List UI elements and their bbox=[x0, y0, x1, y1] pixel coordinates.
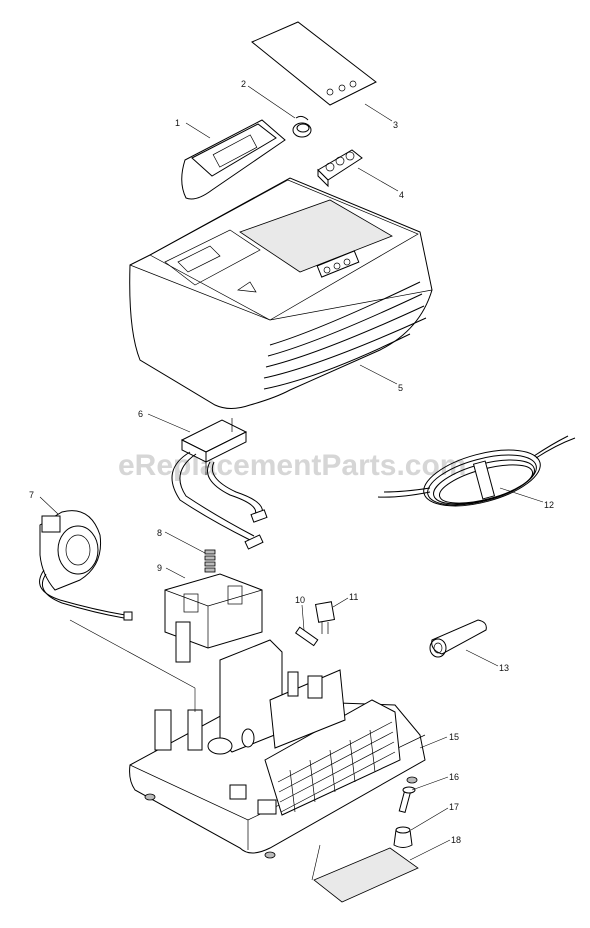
callout-15: 15 bbox=[449, 732, 459, 742]
callout-18: 18 bbox=[451, 835, 461, 845]
part-15-base-assembly[interactable] bbox=[129, 639, 426, 859]
callout-12: 12 bbox=[544, 500, 554, 510]
callout-9: 9 bbox=[157, 563, 162, 573]
part-16-screw[interactable] bbox=[398, 786, 416, 814]
part-11-component[interactable] bbox=[314, 601, 336, 634]
part-9-holder[interactable] bbox=[164, 573, 263, 663]
callout-6: 6 bbox=[138, 409, 143, 419]
callout-3: 3 bbox=[393, 120, 398, 130]
callout-17: 17 bbox=[449, 802, 459, 812]
part-2-spring-clip[interactable] bbox=[292, 115, 312, 138]
callout-1: 1 bbox=[175, 118, 180, 128]
callout-13: 13 bbox=[499, 663, 509, 673]
part-12-power-cord[interactable] bbox=[377, 435, 576, 517]
part-18-label-plate[interactable] bbox=[313, 847, 419, 903]
part-17-foot[interactable] bbox=[393, 826, 413, 848]
callout-2: 2 bbox=[241, 79, 246, 89]
part-8-spring[interactable] bbox=[204, 549, 216, 573]
part-7-fan[interactable] bbox=[39, 510, 133, 621]
part-10-fuse[interactable] bbox=[294, 626, 319, 647]
callout-5: 5 bbox=[398, 383, 403, 393]
callout-4: 4 bbox=[399, 190, 404, 200]
part-5-main-housing[interactable] bbox=[129, 177, 433, 409]
callout-7: 7 bbox=[29, 490, 34, 500]
part-1-cover[interactable] bbox=[181, 119, 286, 200]
callout-10: 10 bbox=[295, 595, 305, 605]
part-13-plug[interactable] bbox=[429, 619, 487, 658]
callout-11: 11 bbox=[349, 592, 358, 602]
callout-8: 8 bbox=[157, 528, 162, 538]
callout-labels: 1 2 3 4 5 6 7 8 9 10 11 12 13 15 16 17 1… bbox=[29, 79, 554, 845]
part-6-connector-harness[interactable] bbox=[171, 418, 268, 550]
callout-16: 16 bbox=[449, 772, 459, 782]
watermark: eReplacementParts.com bbox=[118, 449, 467, 482]
part-3-label-sheet[interactable] bbox=[251, 21, 377, 106]
leader-lines bbox=[39, 85, 544, 881]
part-4-button-panel[interactable] bbox=[317, 149, 363, 188]
